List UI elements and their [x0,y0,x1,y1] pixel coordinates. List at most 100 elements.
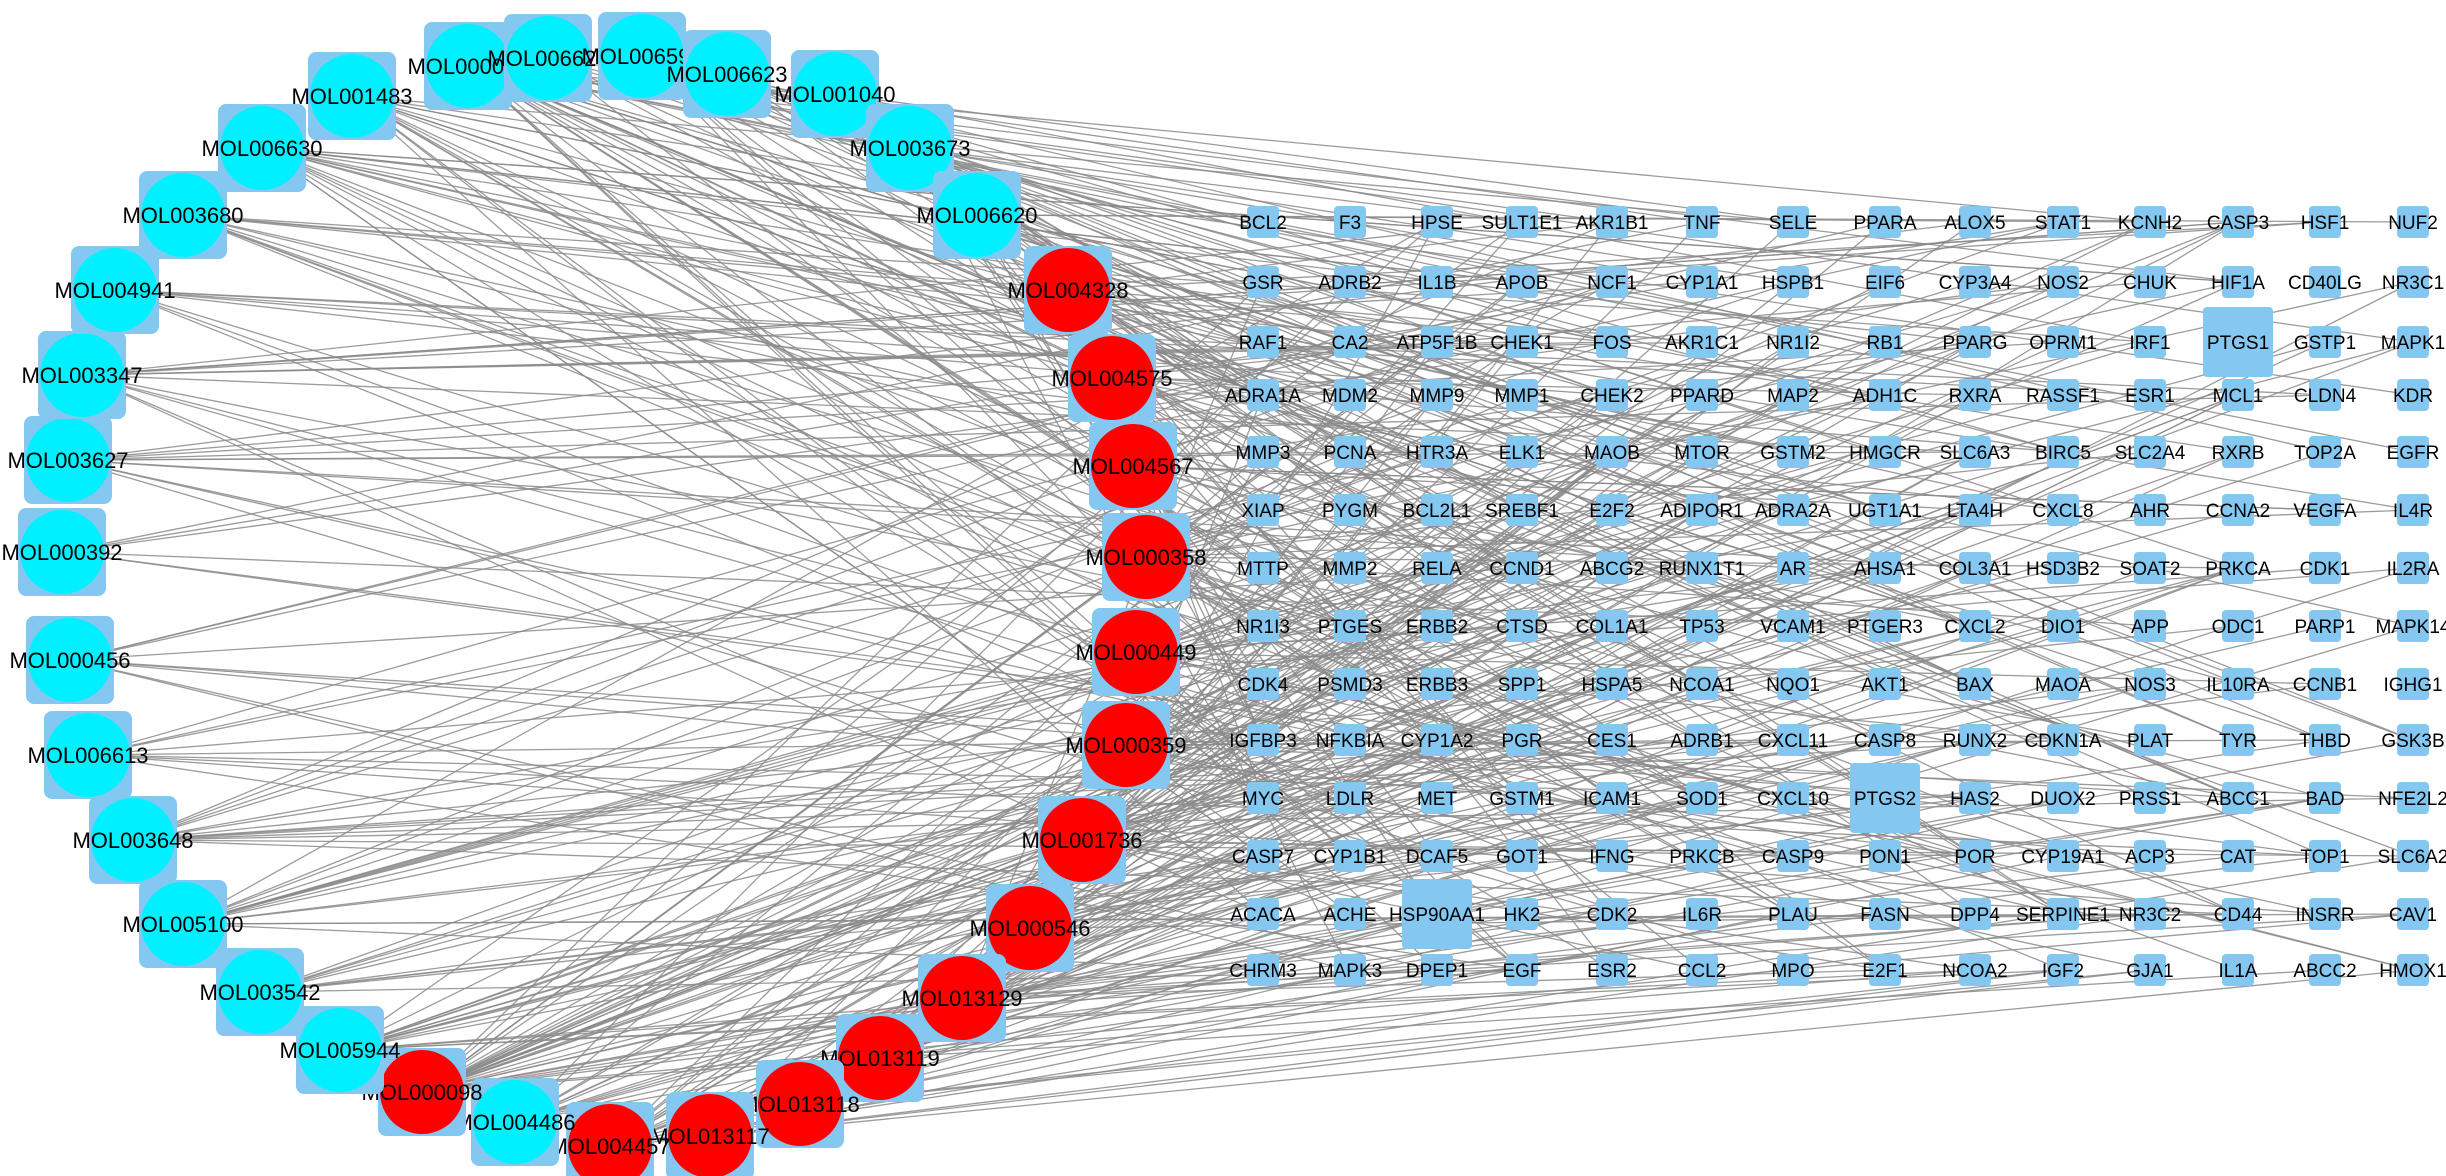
target-node-ptgs1[interactable]: PTGS1 [2203,307,2273,377]
target-node-hspb1[interactable]: HSPB1 [1762,266,1824,298]
target-node-ctsd[interactable]: CTSD [1496,610,1548,642]
target-node-il4r[interactable]: IL4R [2393,494,2433,526]
compound-node-mol001040[interactable]: MOL001040 [774,50,896,138]
compound-node-mol000456[interactable]: MOL000456 [9,616,131,704]
target-node-elk1[interactable]: ELK1 [1499,436,1545,468]
target-node-icam1[interactable]: ICAM1 [1583,782,1641,814]
target-node-met[interactable]: MET [1417,782,1458,814]
target-node-ptgs2[interactable]: PTGS2 [1850,763,1920,833]
target-node-ptger3[interactable]: PTGER3 [1847,610,1923,642]
compound-node-mol000359[interactable]: MOL000359 [1065,701,1187,789]
compound-node-mol005100[interactable]: MOL005100 [122,880,244,968]
target-node-ifng[interactable]: IFNG [1589,840,1635,872]
target-node-gsr[interactable]: GSR [1242,266,1284,298]
compound-node-mol013118[interactable]: MOL013118 [740,1060,860,1148]
compound-node-mol001736[interactable]: MOL001736 [1021,796,1143,884]
target-node-ache[interactable]: ACHE [1324,898,1377,930]
target-node-nr1i2[interactable]: NR1I2 [1766,326,1820,358]
target-node-mmp1[interactable]: MMP1 [1495,379,1550,411]
target-node-nr1i3[interactable]: NR1I3 [1236,610,1290,642]
target-node-il10ra[interactable]: IL10RA [2206,668,2270,700]
target-node-cyp1b1[interactable]: CYP1B1 [1314,840,1387,872]
target-node-e2f1[interactable]: E2F1 [1862,954,1908,986]
compound-node-mol000358[interactable]: MOL000358 [1085,513,1207,601]
target-node-col3a1[interactable]: COL3A1 [1939,552,2012,584]
target-node-map2[interactable]: MAP2 [1767,379,1819,411]
target-node-acaca[interactable]: ACACA [1230,898,1296,930]
target-node-plat[interactable]: PLAT [2127,724,2174,756]
target-node-tp53[interactable]: TP53 [1679,610,1725,642]
compound-node-mol000546[interactable]: MOL000546 [969,884,1091,972]
target-node-hpse[interactable]: HPSE [1411,206,1463,238]
target-node-cyp19a1[interactable]: CYP19A1 [2021,840,2105,872]
target-node-abcc2[interactable]: ABCC2 [2293,954,2357,986]
target-node-birc5[interactable]: BIRC5 [2035,436,2091,468]
target-node-fasn[interactable]: FASN [1860,898,1910,930]
target-node-apob[interactable]: APOB [1496,266,1549,298]
target-node-akr1c1[interactable]: AKR1C1 [1665,326,1739,358]
target-node-esr2[interactable]: ESR2 [1587,954,1637,986]
target-node-gstm2[interactable]: GSTM2 [1760,436,1826,468]
target-node-casp3[interactable]: CASP3 [2207,206,2269,238]
target-node-kcnh2[interactable]: KCNH2 [2118,206,2182,238]
compound-node-mol003347[interactable]: MOL003347 [21,331,143,419]
target-node-il1a[interactable]: IL1A [2218,954,2258,986]
target-node-nos3[interactable]: NOS3 [2124,668,2176,700]
compound-node-mol006630[interactable]: MOL006630 [201,104,323,192]
compound-node-mol013129[interactable]: MOL013129 [901,954,1023,1042]
target-node-hsf1[interactable]: HSF1 [2301,206,2350,238]
target-node-pparg[interactable]: PPARG [1942,326,2008,358]
compound-node-mol000098[interactable]: MOL000098 [361,1048,483,1136]
target-node-chuk[interactable]: CHUK [2123,266,2177,298]
compound-node-mol004941[interactable]: MOL004941 [54,246,176,334]
target-node-dpp4[interactable]: DPP4 [1950,898,2000,930]
compound-node-mol001483[interactable]: MOL001483 [291,52,413,140]
target-node-htr3a[interactable]: HTR3A [1406,436,1469,468]
target-node-ppara[interactable]: PPARA [1853,206,1917,238]
target-node-myc[interactable]: MYC [1242,782,1284,814]
target-node-mmp3[interactable]: MMP3 [1236,436,1291,468]
target-node-mdm2[interactable]: MDM2 [1322,379,1378,411]
compound-node-mol004575[interactable]: MOL004575 [1051,334,1173,422]
target-node-top2a[interactable]: TOP2A [2294,436,2356,468]
compound-node-mol003680[interactable]: MOL003680 [122,171,244,259]
target-node-ugt1a1[interactable]: UGT1A1 [1848,494,1922,526]
compound-node-mol003627[interactable]: MOL003627 [7,416,129,504]
compound-node-mol006593[interactable]: MOL006593 [581,12,703,100]
target-node-vegfa[interactable]: VEGFA [2293,494,2357,526]
target-node-casp9[interactable]: CASP9 [1762,840,1824,872]
target-node-insrr[interactable]: INSRR [2295,898,2355,930]
compound-node-mol003648[interactable]: MOL003648 [72,796,194,884]
compound-node-mol004328[interactable]: MOL004328 [1007,246,1129,334]
target-node-mapk14[interactable]: MAPK14 [2376,610,2446,642]
target-node-chek1[interactable]: CHEK1 [1490,326,1554,358]
target-node-ncoa1[interactable]: NCOA1 [1669,668,1735,700]
target-node-akr1b1[interactable]: AKR1B1 [1576,206,1649,238]
target-node-odc1[interactable]: ODC1 [2212,610,2265,642]
target-node-adh1c[interactable]: ADH1C [1853,379,1917,411]
target-node-parp1[interactable]: PARP1 [2295,610,2356,642]
target-node-vcam1[interactable]: VCAM1 [1760,610,1826,642]
target-node-nfkbia[interactable]: NFKBIA [1316,724,1385,756]
target-node-rb1[interactable]: RB1 [1867,326,1904,358]
target-node-igfbp3[interactable]: IGFBP3 [1229,724,1297,756]
target-node-cyp1a2[interactable]: CYP1A2 [1401,724,1474,756]
target-node-mttp[interactable]: MTTP [1237,552,1289,584]
compound-node-mol004567[interactable]: MOL004567 [1072,422,1194,510]
target-node-ptges[interactable]: PTGES [1318,610,1382,642]
target-node-cyp3a4[interactable]: CYP3A4 [1939,266,2012,298]
target-node-cat[interactable]: CAT [2220,840,2257,872]
target-node-maoa[interactable]: MAOA [2035,668,2091,700]
target-node-ahsa1[interactable]: AHSA1 [1854,552,1916,584]
target-node-adrb1[interactable]: ADRB1 [1670,724,1734,756]
compound-node-mol000449[interactable]: MOL000449 [1075,608,1197,696]
target-node-ncoa2[interactable]: NCOA2 [1942,954,2008,986]
target-node-casp7[interactable]: CASP7 [1232,840,1294,872]
target-node-mmp9[interactable]: MMP9 [1410,379,1465,411]
target-node-rassf1[interactable]: RASSF1 [2026,379,2100,411]
target-node-ces1[interactable]: CES1 [1587,724,1637,756]
target-node-hif1a[interactable]: HIF1A [2211,266,2265,298]
compound-node-mol006623[interactable]: MOL006623 [666,30,788,118]
compound-node-mol004457[interactable]: MOL004457 [549,1102,671,1176]
target-node-slc6a2[interactable]: SLC6A2 [2378,840,2446,872]
